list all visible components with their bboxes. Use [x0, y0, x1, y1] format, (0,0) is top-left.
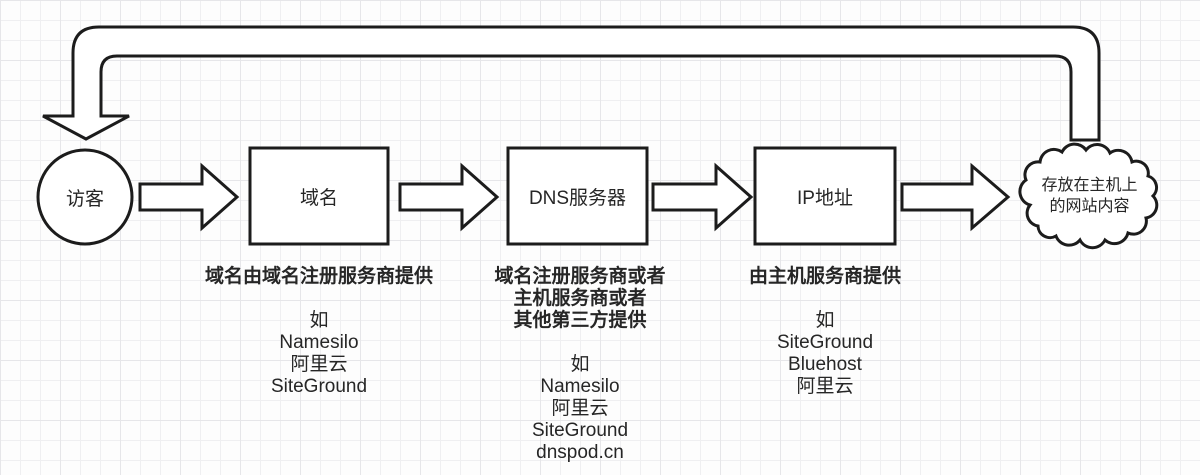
dns-server-box: [506, 146, 649, 246]
example-line: 如: [309, 310, 329, 331]
example-line: 阿里云: [290, 354, 348, 375]
flow-arrow-visitor-to-domain: [138, 162, 240, 232]
caption-line: 其他第三方提供: [513, 310, 647, 331]
caption-line: 域名注册服务商或者: [494, 266, 666, 287]
domain-box: [248, 146, 390, 246]
flow-arrow-dns-to-ip: [651, 162, 754, 232]
dns-annotation: 域名注册服务商或者 主机服务商或者 其他第三方提供 如 Namesilo 阿里云…: [450, 266, 710, 464]
example-line: SiteGround: [270, 376, 368, 397]
example-line: 如: [570, 354, 590, 375]
example-line: dnspod.cn: [536, 442, 624, 463]
visitor-label: 访客: [65, 188, 104, 210]
ip-address-box: [753, 146, 897, 246]
caption-line: 域名由域名注册服务商提供: [204, 266, 433, 287]
cloud-label-line1: 存放在主机上: [1041, 177, 1138, 194]
return-loop-arrow: [42, 25, 1101, 142]
caption-line: 主机服务商或者: [513, 288, 647, 309]
spacer: [695, 288, 955, 310]
flow-arrow-domain-to-dns: [398, 162, 500, 232]
ip-address-label: IP地址: [797, 187, 853, 209]
example-line: SiteGround: [776, 332, 874, 353]
cloud-label-line2: 的网站内容: [1049, 198, 1130, 215]
flow-arrow-ip-to-cloud: [900, 162, 1011, 232]
visitor-circle: [36, 148, 134, 246]
domain-annotation: 域名由域名注册服务商提供 如 Namesilo 阿里云 SiteGround: [189, 266, 449, 398]
domain-label: 域名: [299, 187, 338, 209]
example-line: 阿里云: [796, 376, 854, 397]
example-line: Namesilo: [540, 376, 620, 397]
example-line: 如: [815, 310, 835, 331]
spacer: [450, 332, 710, 354]
example-line: 阿里云: [551, 398, 609, 419]
example-line: Namesilo: [279, 332, 359, 353]
ip-annotation: 由主机服务商提供 如 SiteGround Bluehost 阿里云: [695, 266, 955, 398]
website-content-cloud: [1018, 142, 1159, 250]
caption-line: 由主机服务商提供: [748, 266, 901, 287]
spacer: [189, 288, 449, 310]
example-line: Bluehost: [788, 354, 862, 375]
example-line: SiteGround: [531, 420, 629, 441]
cloud-label: 存放在主机上 的网站内容: [1022, 150, 1157, 242]
dns-server-label: DNS服务器: [528, 187, 627, 209]
